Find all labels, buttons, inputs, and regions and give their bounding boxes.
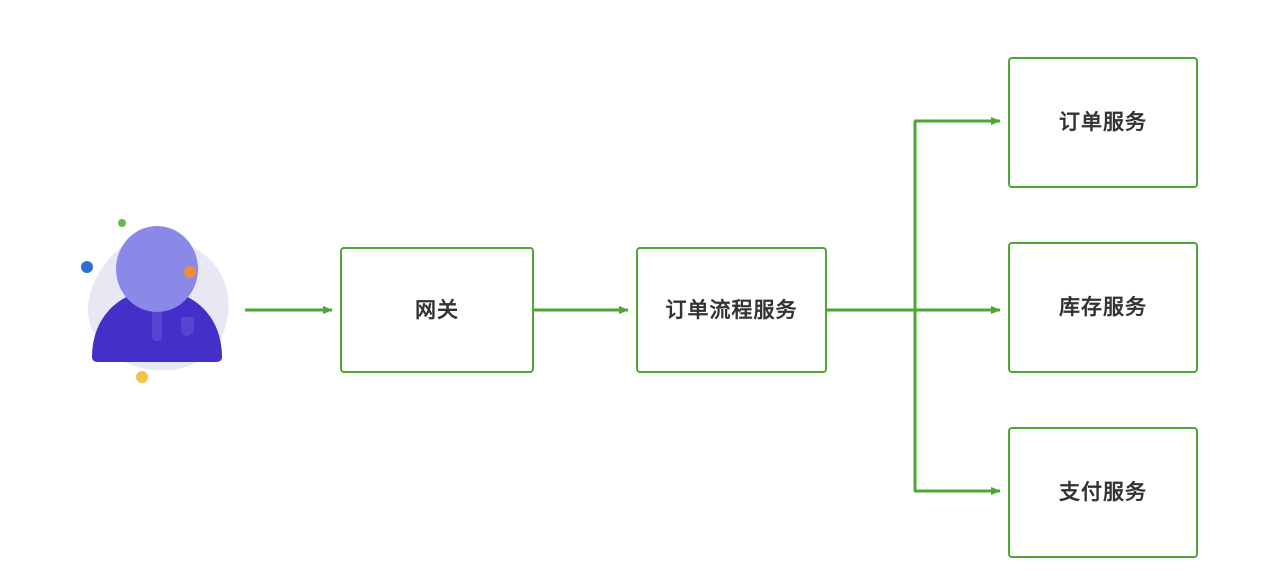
accent-dot-orange-icon xyxy=(184,266,196,278)
node-order-flow-service[interactable]: 订单流程服务 xyxy=(636,247,827,373)
node-order-service[interactable]: 订单服务 xyxy=(1008,57,1198,188)
node-payment-service-label: 支付服务 xyxy=(1059,481,1147,504)
accent-dot-yellow-icon xyxy=(136,371,148,383)
node-payment-service[interactable]: 支付服务 xyxy=(1008,427,1198,558)
node-gateway-label: 网关 xyxy=(415,298,459,322)
edge-order-flow-trunk xyxy=(827,121,917,491)
node-gateway[interactable]: 网关 xyxy=(340,247,534,373)
node-inventory-service[interactable]: 库存服务 xyxy=(1008,242,1198,373)
node-order-flow-service-label: 订单流程服务 xyxy=(665,298,798,322)
avatar-head-icon xyxy=(116,226,198,312)
node-order-service-label: 订单服务 xyxy=(1059,111,1147,134)
accent-dot-blue-icon xyxy=(81,261,93,273)
user-avatar xyxy=(70,205,245,385)
accent-dot-green-icon xyxy=(118,219,126,227)
node-inventory-service-label: 库存服务 xyxy=(1059,296,1147,319)
